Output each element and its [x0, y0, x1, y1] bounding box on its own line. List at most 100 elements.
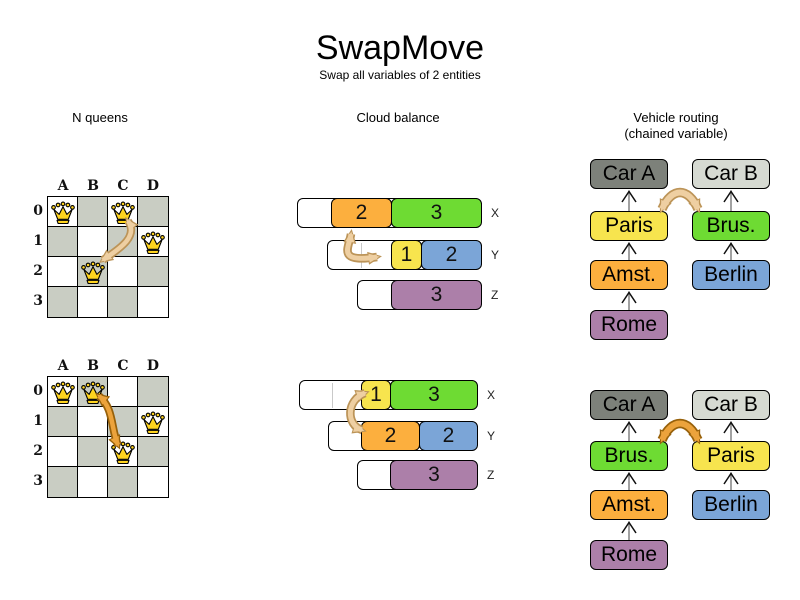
process-block: 2 — [361, 421, 420, 451]
queen-icon — [141, 231, 165, 255]
board-cell — [138, 257, 168, 287]
board-cell — [78, 437, 108, 467]
vehicle-box-carb: Car B — [692, 159, 770, 189]
board-cell — [78, 467, 108, 497]
chain-arrow — [621, 421, 637, 441]
process-block: 3 — [390, 460, 478, 490]
board-cell — [48, 437, 78, 467]
board-column-label: A — [57, 178, 69, 194]
process-block: 2 — [421, 240, 482, 270]
board-cell — [108, 287, 138, 317]
queen-icon — [111, 441, 135, 465]
board-row-label: 1 — [33, 233, 43, 249]
queen-icon — [81, 381, 105, 405]
board-row-label: 0 — [33, 383, 43, 399]
chain-arrow — [621, 472, 637, 490]
board-cell — [138, 377, 168, 407]
queen — [109, 440, 137, 466]
heading-vehicle-routing: Vehicle routing — [633, 110, 719, 125]
chain-arrow — [723, 190, 739, 211]
chain-arrow — [621, 521, 637, 540]
queen-icon — [141, 411, 165, 435]
vehicle-box-cara: Car A — [590, 159, 668, 189]
board-cell — [108, 227, 138, 257]
board-column-label: D — [146, 178, 160, 194]
computer-label: Y — [487, 429, 496, 443]
vehicle-box-paris: Paris — [692, 441, 770, 471]
board-row-label: 3 — [33, 473, 43, 489]
queen-icon — [51, 201, 75, 225]
chain-arrow — [723, 472, 739, 490]
heading-nqueens: N queens — [72, 110, 128, 125]
computer-label: X — [487, 388, 496, 402]
chain-arrow — [621, 190, 637, 211]
queen-icon — [51, 381, 75, 405]
board-cell — [138, 197, 168, 227]
swap-arrow-vehicle-after — [657, 418, 703, 445]
chain-arrow — [723, 421, 739, 441]
computer-label: Z — [487, 468, 495, 482]
vehicle-box-berlin: Berlin — [692, 260, 770, 290]
capacity-tick — [332, 383, 333, 408]
process-block: 1 — [361, 380, 391, 410]
vehicle-box-berlin: Berlin — [692, 490, 770, 520]
board-row-label: 2 — [33, 263, 43, 279]
vehicle-box-carb: Car B — [692, 390, 770, 420]
chain-arrow — [621, 242, 637, 260]
queen — [79, 260, 107, 286]
page-subtitle: Swap all variables of 2 entities — [319, 68, 481, 82]
vehicle-box-paris: Paris — [590, 211, 668, 241]
chain-arrow — [621, 291, 637, 310]
board-cell — [138, 437, 168, 467]
board-cell — [108, 257, 138, 287]
process-block: 2 — [331, 198, 392, 228]
board-column-label: C — [117, 358, 129, 374]
board-cell — [78, 407, 108, 437]
process-block: 3 — [391, 198, 482, 228]
board-column-label: A — [57, 358, 69, 374]
board-cell — [48, 227, 78, 257]
nqueens-board-before: A B C D 0 1 2 3 — [33, 178, 169, 318]
vehicle-box-brus: Brus. — [692, 211, 770, 241]
board-cell — [48, 407, 78, 437]
queen-icon — [81, 261, 105, 285]
queen — [139, 230, 167, 256]
board-cell — [108, 377, 138, 407]
board-cell — [108, 467, 138, 497]
board-row-label: 0 — [33, 203, 43, 219]
board-row-label: 3 — [33, 293, 43, 309]
queen — [79, 380, 107, 406]
board-row-label: 1 — [33, 413, 43, 429]
swap-arrow-vehicle-before — [657, 187, 703, 214]
process-block: 3 — [390, 380, 478, 410]
board-column-label: C — [117, 178, 129, 194]
capacity-tick — [361, 243, 362, 268]
vehicle-box-amst: Amst. — [590, 260, 668, 290]
page-title: SwapMove — [315, 29, 485, 67]
vehicle-box-rome: Rome — [590, 540, 668, 570]
board-cell — [108, 407, 138, 437]
board-column-label: B — [87, 178, 99, 194]
process-block: 2 — [419, 421, 478, 451]
board-cell — [48, 467, 78, 497]
queen — [109, 200, 137, 226]
board-cell — [78, 197, 108, 227]
queen — [139, 410, 167, 436]
process-block: 1 — [391, 240, 422, 270]
queen-icon — [111, 201, 135, 225]
board-cell — [78, 227, 108, 257]
board-cell — [138, 467, 168, 497]
process-block: 3 — [391, 280, 482, 310]
queen — [49, 380, 77, 406]
board-cell — [48, 257, 78, 287]
heading-cloud-balance: Cloud balance — [356, 110, 440, 125]
queen — [49, 200, 77, 226]
board-cell — [48, 287, 78, 317]
board-cell — [138, 287, 168, 317]
computer-label: X — [491, 206, 500, 220]
board-column-label: D — [146, 358, 160, 374]
computer-label: Z — [491, 288, 499, 302]
board-column-label: B — [87, 358, 99, 374]
